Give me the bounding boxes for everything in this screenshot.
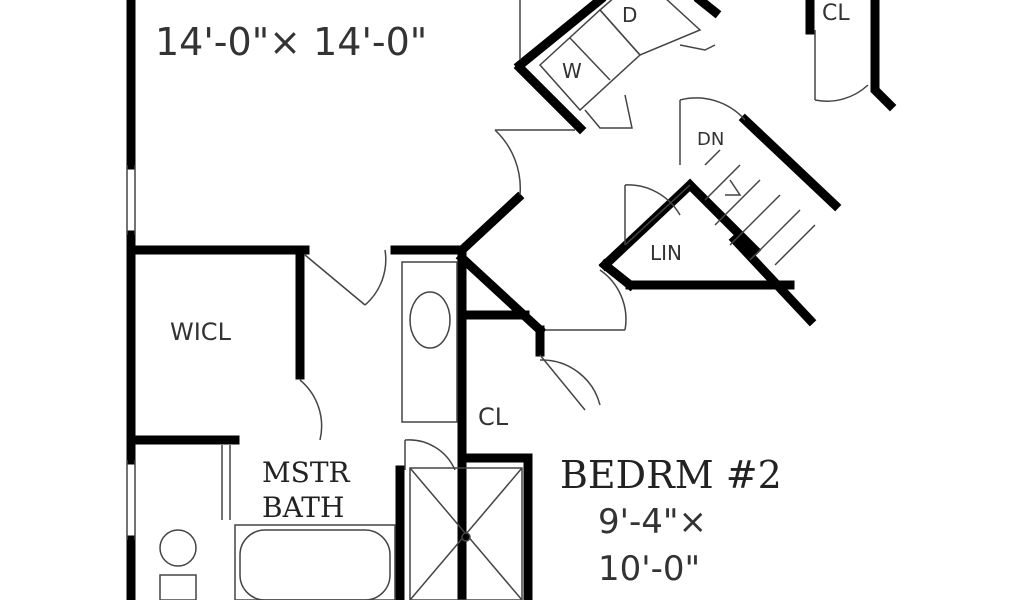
closet-label-middle: CL [478, 403, 509, 431]
walls [126, 0, 897, 600]
master-bath-label-2: BATH [262, 491, 344, 524]
dryer-label: D [622, 3, 637, 27]
thin-lines [126, 0, 869, 600]
top-room-size: 14'-0"× 14'-0" [155, 20, 427, 64]
wicl-label: WICL [170, 318, 232, 346]
bedroom2-size-1: 9'-4"× [598, 502, 707, 542]
closet-label-top: CL [822, 1, 850, 26]
washer-label: W [562, 59, 582, 83]
bedroom2-size-2: 10'-0" [598, 549, 700, 589]
stairs-down-label: DN [697, 129, 724, 150]
master-bath-label-1: MSTR [262, 456, 351, 489]
linen-label: LIN [650, 241, 682, 265]
bedroom2-name: BEDRM #2 [560, 453, 782, 497]
